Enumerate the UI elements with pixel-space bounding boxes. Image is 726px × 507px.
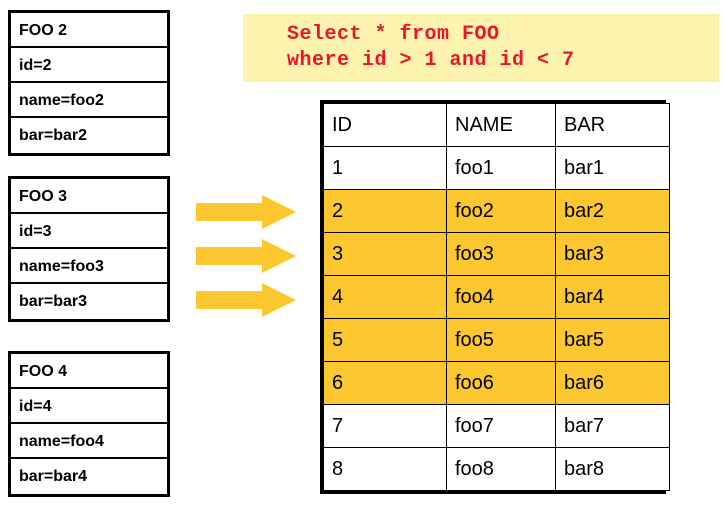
cell-id: 1 [323, 146, 447, 190]
table-row: 6 foo6 bar6 [323, 361, 670, 405]
cell-id: 4 [323, 275, 447, 319]
entity-box-foo3: FOO 3 id=3 name=foo3 bar=bar3 [8, 176, 170, 322]
cell-name: foo2 [446, 189, 556, 233]
cell-bar: bar8 [555, 447, 670, 491]
arrow-right-icon [196, 195, 296, 229]
table-row: 5 foo5 bar5 [323, 318, 670, 362]
cell-id: 5 [323, 318, 447, 362]
table-row: 4 foo4 bar4 [323, 275, 670, 319]
sql-query-panel: Select * from FOO where id > 1 and id < … [243, 14, 719, 82]
entity-box-title: FOO 4 [11, 354, 167, 389]
sql-query-line-2: where id > 1 and id < 7 [287, 49, 575, 72]
cell-bar: bar5 [555, 318, 670, 362]
cell-bar: bar7 [555, 404, 670, 448]
table-row: 7 foo7 bar7 [323, 404, 670, 448]
cell-name: foo1 [446, 146, 556, 190]
cell-name: foo7 [446, 404, 556, 448]
cell-bar: bar2 [555, 189, 670, 233]
entity-box-field-name: name=foo3 [11, 249, 167, 284]
table-row: 3 foo3 bar3 [323, 232, 670, 276]
cell-bar: bar6 [555, 361, 670, 405]
entity-box-field-name: name=foo4 [11, 424, 167, 459]
cell-bar: bar1 [555, 146, 670, 190]
cell-bar: bar3 [555, 232, 670, 276]
arrow-right-icon [196, 239, 296, 273]
entity-box-title: FOO 2 [11, 13, 167, 48]
table-row: 1 foo1 bar1 [323, 146, 670, 190]
entity-box-field-bar: bar=bar4 [19, 468, 88, 485]
entity-box-field-id: id=2 [11, 48, 167, 83]
arrow-right-icon [196, 283, 296, 317]
cell-bar: bar4 [555, 275, 670, 319]
table-row: 8 foo8 bar8 [323, 447, 670, 491]
entity-box-title: FOO 3 [11, 179, 167, 214]
cell-name: foo6 [446, 361, 556, 405]
entity-box-field-bar: bar=bar3 [19, 293, 88, 310]
cell-id: 3 [323, 232, 447, 276]
entity-box-field-id: id=4 [11, 389, 167, 424]
cell-name: foo8 [446, 447, 556, 491]
column-header-name: NAME [446, 103, 556, 147]
cell-id: 6 [323, 361, 447, 405]
cell-name: foo5 [446, 318, 556, 362]
column-header-id: ID [323, 103, 447, 147]
table-header-row: ID NAME BAR [323, 103, 670, 147]
entity-box-field-id: id=3 [11, 214, 167, 249]
entity-box-field-bar: bar=bar2 [19, 127, 88, 144]
entity-box-foo2: FOO 2 id=2 name=foo2 bar=bar2 [8, 10, 170, 156]
cell-id: 7 [323, 404, 447, 448]
sql-query-line-1: Select * from FOO [287, 23, 500, 46]
cell-name: foo4 [446, 275, 556, 319]
cell-id: 8 [323, 447, 447, 491]
entity-box-foo4: FOO 4 id=4 name=foo4 bar=bar4 [8, 351, 170, 497]
cell-id: 2 [323, 189, 447, 233]
column-header-bar: BAR [555, 103, 670, 147]
table-row: 2 foo2 bar2 [323, 189, 670, 233]
entity-box-field-name: name=foo2 [11, 83, 167, 118]
result-table: ID NAME BAR 1 foo1 bar1 2 foo2 bar2 3 fo… [320, 100, 670, 494]
cell-name: foo3 [446, 232, 556, 276]
